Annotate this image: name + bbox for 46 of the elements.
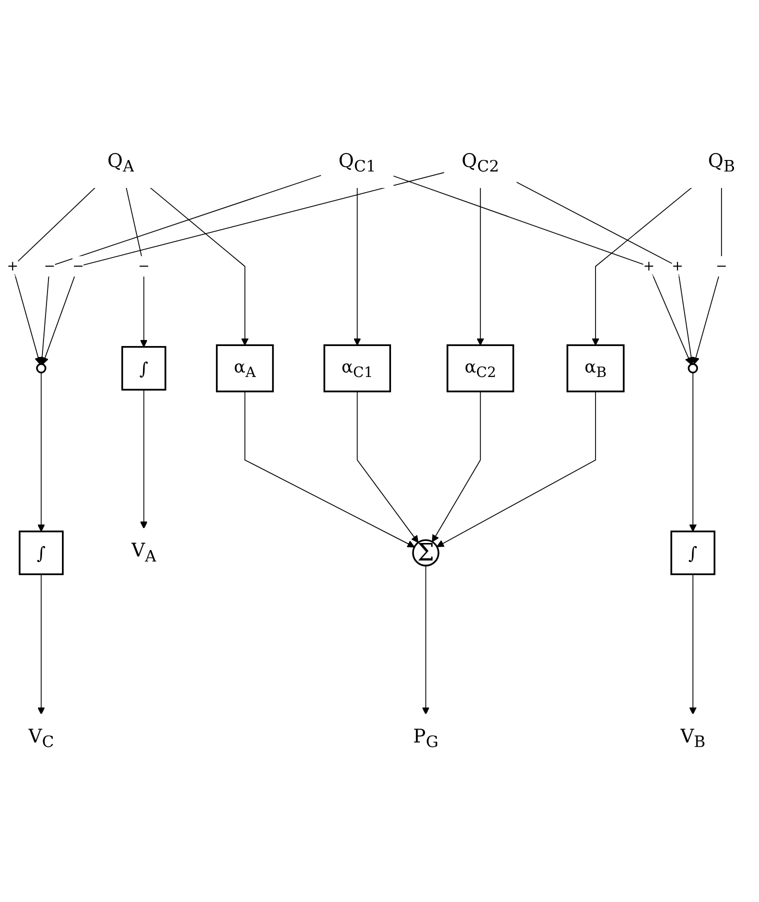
arrow (689, 574, 697, 715)
arrow (38, 174, 322, 364)
node-box: α$_{C2}$ (446, 344, 514, 392)
arrow (356, 391, 419, 543)
arrow (692, 187, 722, 365)
arrow (140, 389, 148, 529)
edge-label: + (672, 258, 684, 274)
arrow (41, 172, 445, 365)
arrow (150, 187, 249, 346)
node-box: α$_{C1}$ (323, 344, 392, 392)
node-box: ∫ (670, 530, 716, 576)
arrow (126, 187, 148, 348)
edge-label: − (138, 258, 150, 274)
node-box: ∫ (121, 346, 166, 391)
node-circle (36, 363, 46, 374)
arrow (516, 182, 695, 364)
arrow (432, 391, 481, 542)
arrow (422, 565, 430, 715)
arrow (37, 372, 45, 532)
node-box: ∫ (18, 530, 64, 576)
node-box: α$_{A}$ (216, 344, 274, 392)
arrow (689, 372, 697, 532)
arrow (592, 187, 692, 346)
node-text: Q$_{C2}$ (462, 150, 500, 176)
edge-label: − (44, 258, 56, 274)
edge-label: + (6, 258, 18, 274)
arrow (37, 574, 45, 715)
arrow (353, 187, 362, 346)
node-text: V$_{B}$ (680, 726, 706, 752)
node-text: Q$_{C1}$ (338, 150, 376, 176)
edge-label: − (72, 258, 84, 274)
node-circle: Σ (412, 539, 440, 567)
arrow (244, 391, 415, 548)
node-circle (688, 363, 698, 374)
edge-label: − (716, 258, 728, 274)
node-box: α$_{B}$ (566, 344, 625, 392)
node-text: P$_{G}$ (413, 726, 438, 752)
node-text: Q$_{A}$ (107, 150, 134, 176)
arrow (392, 176, 692, 365)
arrow (476, 187, 484, 346)
edge-label: + (643, 258, 655, 274)
arrow (12, 187, 96, 365)
node-text: V$_{C}$ (28, 726, 54, 752)
node-text: Q$_{B}$ (708, 150, 736, 176)
node-text: V$_{A}$ (131, 540, 156, 566)
arrow (436, 391, 596, 548)
